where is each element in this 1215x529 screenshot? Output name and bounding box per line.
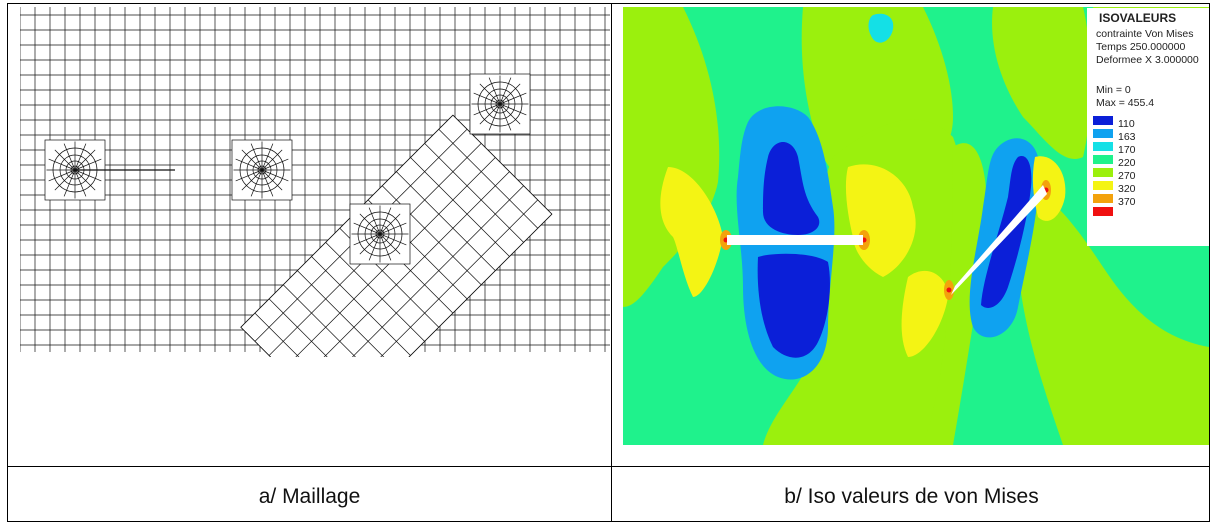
contour-region-270-upper-right <box>992 7 1091 159</box>
caption-von-mises: b/ Iso valeurs de von Mises <box>784 485 1039 508</box>
legend-quantity: contrainte Von Mises <box>1096 28 1194 40</box>
contour-region-270-lower-right <box>1016 187 1209 445</box>
legend-value: 320 <box>1118 183 1136 195</box>
legend-swatch <box>1093 194 1113 203</box>
contour-region-320-lower-tip <box>901 270 948 357</box>
legend-swatch <box>1093 207 1113 216</box>
legend-max: Max = 455.4 <box>1096 97 1155 109</box>
legend-swatch <box>1093 116 1113 125</box>
legend-min: Min = 0 <box>1096 84 1131 96</box>
legend-swatch <box>1093 168 1113 177</box>
legend-deformation: Deformee X 3.000000 <box>1096 54 1199 66</box>
legend-value: 220 <box>1118 157 1136 169</box>
crack-diagonal <box>951 185 1047 295</box>
legend-swatch <box>1093 129 1113 138</box>
contour-region-270-left <box>623 7 720 307</box>
legend-value: 163 <box>1118 131 1136 143</box>
legend-swatch <box>1093 181 1113 190</box>
isovaleurs-legend: ISOVALEURS contrainte Von Mises Temps 25… <box>1087 8 1209 246</box>
legend-value: 270 <box>1118 170 1136 182</box>
table-divider-vertical <box>611 4 612 521</box>
legend-swatch <box>1093 155 1113 164</box>
mesh-hole-refinements <box>44 73 531 265</box>
contour-region-270-strip <box>923 143 987 445</box>
legend-value: 370 <box>1118 196 1136 208</box>
legend-time: Temps 250.000000 <box>1096 41 1186 53</box>
figure-table: a/ Maillage b/ Iso valeurs de von Mises <box>7 3 1210 522</box>
contour-region-320-left-tip <box>660 167 723 297</box>
table-divider-horizontal <box>8 466 1209 467</box>
caption-maillage: a/ Maillage <box>258 485 361 508</box>
contour-region-170-spot <box>868 13 894 43</box>
mesh-diagram <box>20 7 610 357</box>
legend-title: ISOVALEURS <box>1099 11 1177 25</box>
legend-swatch <box>1093 142 1113 151</box>
contour-region-110-left-top <box>763 142 820 235</box>
legend-value: 170 <box>1118 144 1136 156</box>
contour-region-110-left-bottom <box>757 253 830 358</box>
crack-horizontal <box>727 235 863 245</box>
contour-peak-lower <box>946 287 952 293</box>
legend-value: 110 <box>1118 118 1135 130</box>
